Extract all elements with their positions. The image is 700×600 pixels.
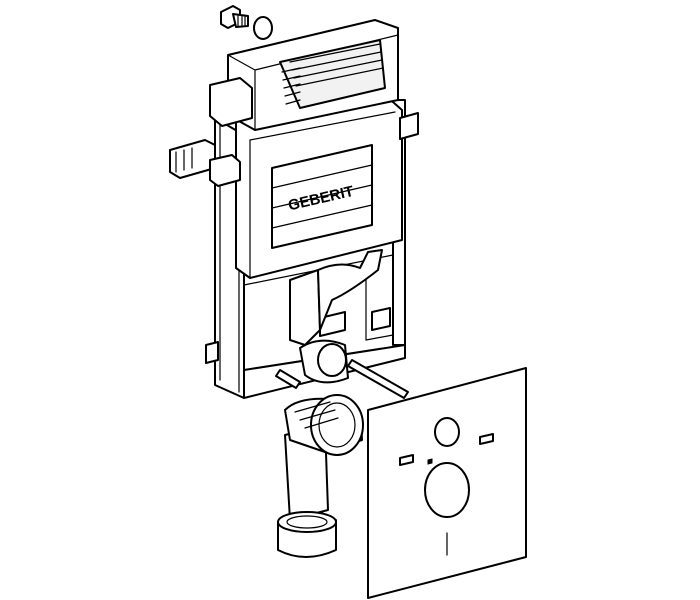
- flush-bend-icon: [277, 394, 364, 558]
- screw-icon: [220, 5, 249, 29]
- o-ring-icon: [253, 16, 273, 40]
- insulation-pad-icon: [367, 367, 527, 599]
- cistern-frame-icon: [169, 19, 419, 399]
